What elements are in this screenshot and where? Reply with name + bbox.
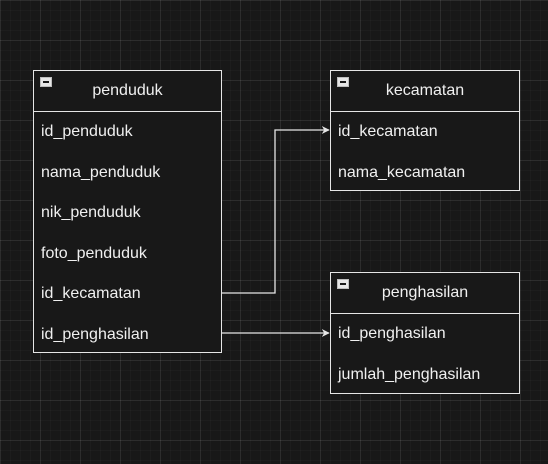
field-jumlah-penghasilan[interactable]: jumlah_penghasilan [338, 365, 481, 383]
entity-title: penghasilan [381, 284, 469, 301]
entity-penduduk[interactable]: penduduk id_penduduk nama_penduduk nik_p… [33, 70, 222, 353]
entity-penghasilan[interactable]: penghasilan id_penghasilan jumlah_pengha… [330, 272, 520, 394]
field-id-penduduk[interactable]: id_penduduk [41, 123, 133, 140]
collapse-icon[interactable] [337, 279, 349, 289]
field-nik-penduduk[interactable]: nik_penduduk [41, 204, 141, 221]
field-list: id_penghasilan jumlah_penghasilan [331, 314, 519, 395]
entity-header[interactable]: penduduk [34, 71, 221, 112]
field-nama-penduduk[interactable]: nama_penduduk [41, 163, 161, 181]
entity-header[interactable]: kecamatan [331, 71, 519, 112]
collapse-icon[interactable] [337, 77, 349, 87]
entity-title: kecamatan [385, 82, 465, 99]
field-list: id_penduduk nama_penduduk nik_penduduk f… [34, 112, 221, 355]
entity-kecamatan[interactable]: kecamatan id_kecamatan nama_kecamatan [330, 70, 520, 191]
entity-title: penduduk [92, 82, 163, 99]
field-nama-kecamatan[interactable]: nama_kecamatan [338, 163, 466, 181]
field-id-penghasilan[interactable]: id_penghasilan [41, 325, 149, 343]
field-list: id_kecamatan nama_kecamatan [331, 112, 519, 193]
field-foto-penduduk[interactable]: foto_penduduk [41, 244, 147, 262]
entity-header[interactable]: penghasilan [331, 273, 519, 314]
connector-kecamatan[interactable] [222, 126, 330, 294]
collapse-icon[interactable] [40, 77, 52, 87]
field-id-penghasilan[interactable]: id_penghasilan [338, 325, 446, 342]
field-id-kecamatan[interactable]: id_kecamatan [41, 285, 141, 302]
field-id-kecamatan[interactable]: id_kecamatan [338, 123, 438, 140]
